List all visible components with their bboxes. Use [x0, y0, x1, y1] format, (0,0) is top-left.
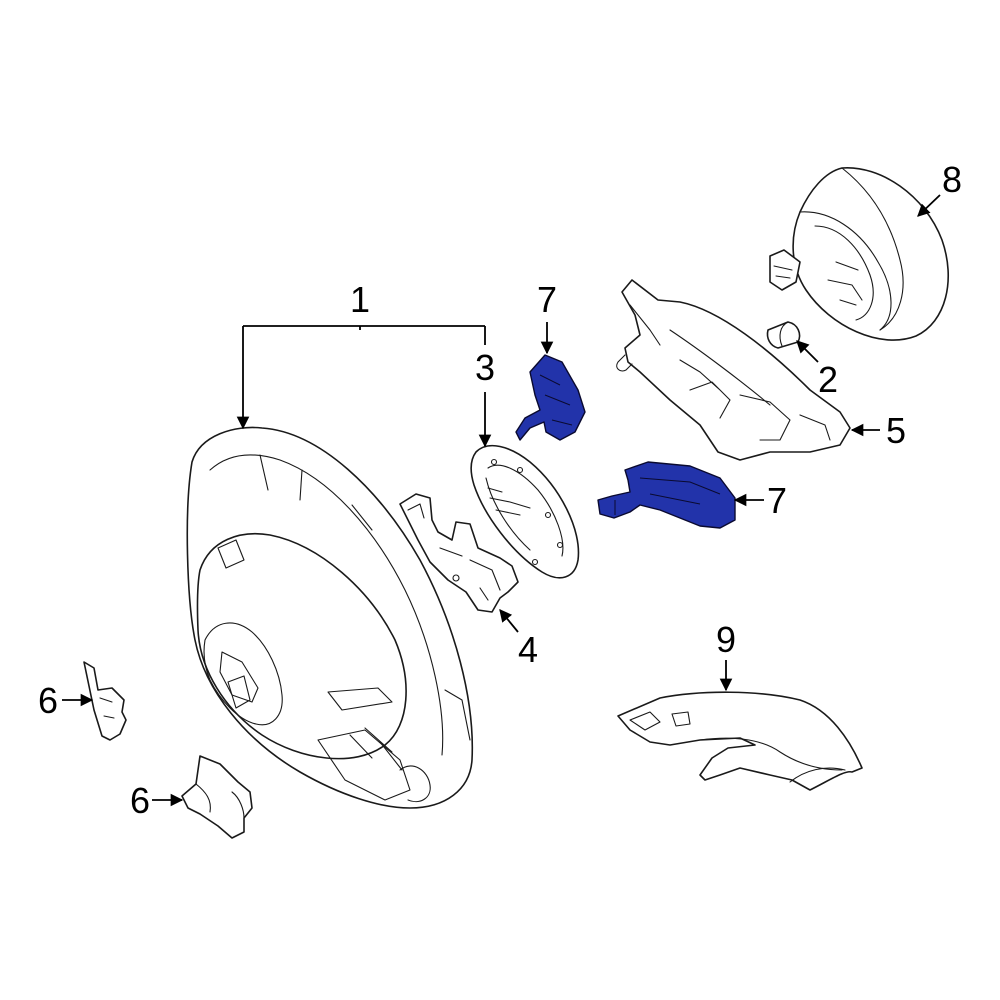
callout-8: 8 [942, 159, 962, 200]
rear-cover [616, 279, 851, 461]
callout-1: 1 [350, 279, 370, 320]
switch-lower-body [597, 461, 736, 529]
trim-piece-upper [83, 661, 127, 741]
callout-5: 5 [886, 410, 906, 451]
cover-bracket [399, 493, 519, 613]
switch-upper-highlighted [515, 354, 586, 441]
trim-ring [470, 444, 580, 579]
callout-3: 3 [475, 347, 495, 388]
screw [766, 321, 801, 349]
callout-7-lower: 7 [767, 480, 787, 521]
lower-cover [617, 691, 863, 791]
clock-spring [769, 167, 949, 341]
callout-labels: 1 3 7 8 2 5 7 4 9 6 6 [38, 159, 962, 821]
leader-lines [62, 194, 941, 807]
switch-lower-highlighted [597, 461, 736, 529]
callout-2: 2 [818, 359, 838, 400]
steering-wheel [186, 426, 474, 809]
trim-piece-lower [181, 755, 253, 839]
callout-6-lower: 6 [130, 780, 150, 821]
callout-6-upper: 6 [38, 680, 58, 721]
callout-4: 4 [518, 629, 538, 670]
callout-7-upper: 7 [537, 279, 557, 320]
callout-9: 9 [716, 619, 736, 660]
